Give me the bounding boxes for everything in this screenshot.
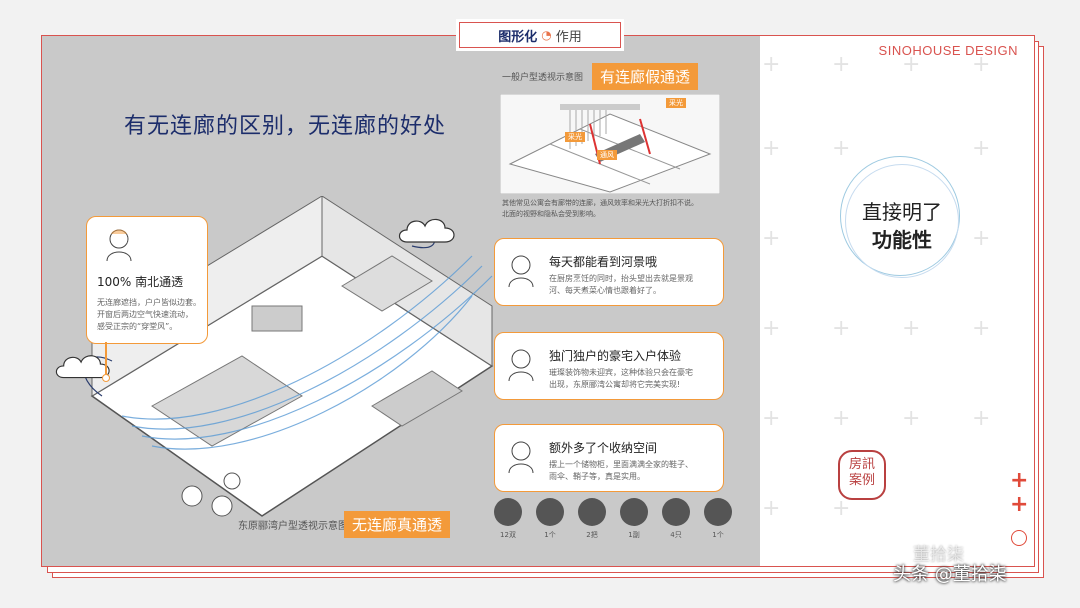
basket-icon: [662, 498, 690, 526]
tab-label: 作用: [555, 29, 582, 45]
plus-decoration: +: [902, 52, 921, 77]
card-line: 出现，东原郦湾公寓却将它完美实现!: [549, 380, 681, 389]
icon-label: 2把: [586, 531, 598, 539]
top-plan-label: 有连廊假通透: [592, 63, 699, 90]
feature-card-private-entry: 独门独户的豪宅入户体验 璀璨装饰物未迎宾，这种体验只会在豪宅 出现，东原郦湾公寓…: [494, 332, 724, 400]
swirl-icon: ◔: [541, 28, 552, 42]
plus-decoration: +: [762, 136, 781, 161]
red-plus-decoration: +: [1010, 492, 1029, 517]
plus-decoration: +: [762, 52, 781, 77]
luggage-icon: [536, 498, 564, 526]
card-title: 额外多了个收纳空间: [549, 441, 658, 455]
circle-text-line-1: 直接明了: [862, 200, 942, 224]
icon-label: 1个: [712, 531, 724, 539]
card-title: 独门独户的豪宅入户体验: [549, 349, 682, 363]
racket-icon: [620, 498, 648, 526]
tag-light-2: 采光: [565, 132, 585, 142]
plus-decoration: +: [762, 226, 781, 251]
brand-name: SINOHOUSE DESIGN: [878, 43, 1018, 58]
stamp-line-1: 房訊: [848, 457, 875, 472]
plus-decoration: +: [832, 316, 851, 341]
left-card-title: 100% 南北通透: [97, 275, 184, 289]
plus-decoration: +: [832, 136, 851, 161]
plus-decoration: +: [972, 316, 991, 341]
plus-decoration: +: [972, 226, 991, 251]
left-card-line-2: 开窗后两边空气快速流动，: [97, 310, 193, 319]
tag-light-1: 采光: [666, 98, 686, 108]
plus-decoration: +: [972, 406, 991, 431]
left-card-line-3: 感受正宗的“穿堂风”。: [97, 322, 178, 331]
top-plan-caption: 一般户型透视示意图: [502, 73, 584, 83]
connector-dot: [102, 374, 110, 382]
section-tab: 图形化 ◔ 作用: [459, 22, 621, 48]
stroller-icon: [704, 498, 732, 526]
plus-decoration: +: [832, 496, 851, 521]
plus-decoration: +: [972, 136, 991, 161]
umbrella-icon: [578, 498, 606, 526]
avatar: [508, 349, 534, 381]
avatar: [508, 441, 534, 473]
watermark-faint: 董拾柒: [913, 545, 964, 565]
left-panel: 有无连廊的区别，无连廊的好处 一般户型透视示意图 有连廊假通透 采光 采光 通风…: [42, 36, 760, 566]
card-line: 河、每天煮菜心情也跟着好了。: [549, 286, 661, 295]
feature-card-river-view: 每天都能看到河景哦 在厨房烹饪的同时，抬头望出去就是景观 河、每天煮菜心情也跟着…: [494, 238, 724, 306]
red-plus-decoration: +: [1010, 468, 1029, 493]
plus-decoration: +: [832, 52, 851, 77]
icon-label: 12双: [500, 531, 516, 539]
highlight-circle-inner: [845, 164, 959, 278]
avatar: [106, 229, 132, 261]
tab-bold-label: 图形化: [498, 29, 538, 45]
bottom-plan-label: 无连廊真通透: [344, 511, 451, 538]
card-title: 每天都能看到河景哦: [549, 255, 658, 269]
top-plan-note-2: 北面的视野和隐私会受到影响。: [502, 210, 600, 218]
stamp-line-2: 案例: [848, 473, 875, 488]
shoe-icon: [494, 498, 522, 526]
bottom-plan-caption: 东原郦湾户型透视示意图: [238, 521, 348, 532]
plus-decoration: +: [902, 316, 921, 341]
plus-decoration: +: [972, 52, 991, 77]
red-ring-decoration: [1011, 530, 1027, 546]
top-floor-plan-illustration: [500, 94, 720, 194]
cloud-icon-left: [55, 355, 110, 379]
card-line: 在厨房烹饪的同时，抬头望出去就是景观: [549, 274, 693, 283]
card-line: 雨伞、鞘子等，真是实用。: [549, 472, 645, 481]
watermark: 头条 @董拾柒: [893, 564, 1007, 585]
top-plan-note-1: 其他常见公寓会有廊带的连廊，通风效率和采光大打折扣不说。: [502, 199, 698, 207]
feature-card-storage: 额外多了个收纳空间 摆上一个储物柜，里面满满全家的鞋子、 雨伞、鞘子等，真是实用…: [494, 424, 724, 492]
circle-text-line-2: 功能性: [872, 228, 932, 252]
card-line: 摆上一个储物柜，里面满满全家的鞋子、: [549, 460, 693, 469]
plus-decoration: +: [762, 406, 781, 431]
cloud-icon-right: [398, 218, 455, 243]
storage-icons-row: 12双 1个 2把 1副 4只 1个: [494, 498, 734, 544]
connector-line: [105, 342, 107, 374]
tag-wind: 通风: [597, 150, 617, 160]
slide: 有无连廊的区别，无连廊的好处 一般户型透视示意图 有连廊假通透 采光 采光 通风…: [41, 35, 1035, 567]
seal-stamp: 房訊 案例: [838, 450, 886, 500]
avatar: [508, 255, 534, 287]
page-title: 有无连廊的区别，无连廊的好处: [124, 114, 447, 139]
plus-decoration: +: [832, 406, 851, 431]
icon-label: 1个: [544, 531, 556, 539]
card-line: 璀璨装饰物未迎宾，这种体验只会在豪宅: [549, 368, 693, 377]
plus-decoration: +: [902, 406, 921, 431]
icon-label: 1副: [628, 531, 640, 539]
icon-label: 4只: [670, 531, 682, 539]
left-info-card: 100% 南北通透 无连廊遮挡，户户皆似边套。 开窗后两边空气快速流动， 感受正…: [86, 216, 208, 344]
plus-decoration: +: [762, 496, 781, 521]
left-card-line-1: 无连廊遮挡，户户皆似边套。: [97, 298, 201, 307]
plus-decoration: +: [762, 316, 781, 341]
